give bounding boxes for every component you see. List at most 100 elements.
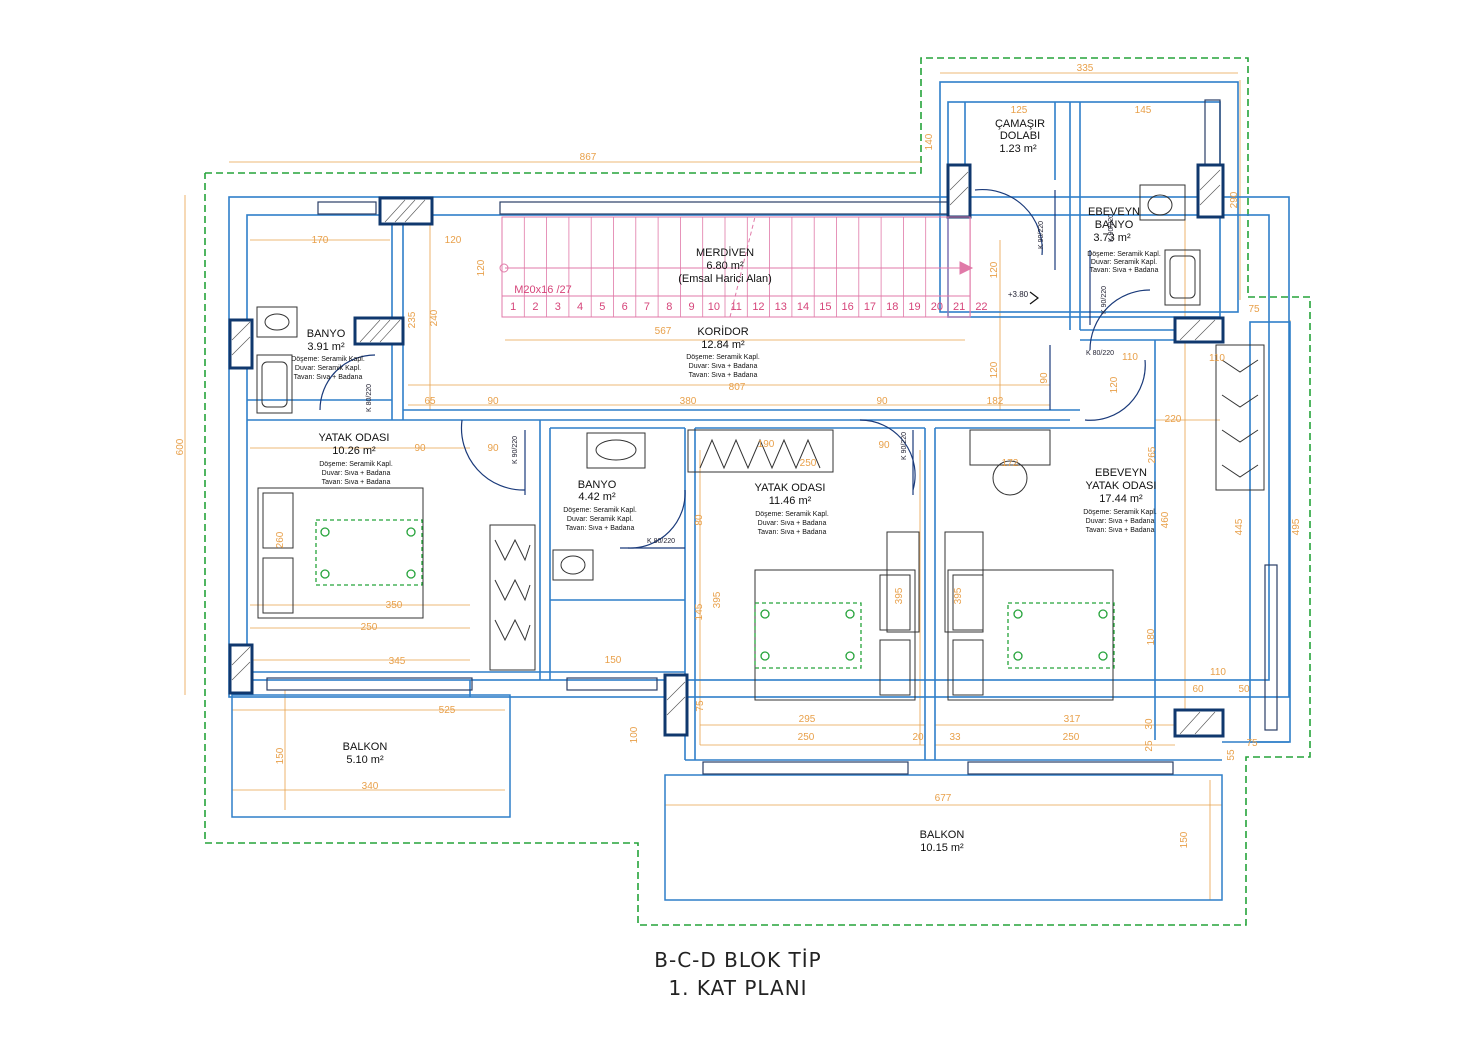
dim-567: 567 [655,326,672,337]
stair-step-number: 11 [730,301,741,313]
koridor-f3: Tavan: Sıva + Badana [689,372,758,379]
dim-600: 600 [175,438,186,455]
dim-250c: 250 [798,732,815,743]
balkon2-name: BALKON [920,829,965,841]
ebeveyn-yatak-f2: Duvar: Sıva + Badana [1086,518,1155,525]
dim-395b: 395 [894,587,905,604]
banyo2-area: 4.42 m² [578,491,616,503]
merdiven-area: 6.80 m² [706,260,744,272]
yatak2-area: 11.46 m² [769,495,812,507]
column-hatch [231,169,1221,735]
dim-65: 65 [424,396,436,407]
door-label-4: K 80/220 [366,384,373,412]
yatak1-area: 10.26 m² [332,445,376,457]
door-label-8: K 80/220 [647,538,675,545]
dim-55: 55 [1226,749,1237,761]
ebeveyn-yatak-f3: Tavan: Sıva + Badana [1086,527,1155,534]
level-marker-icon [1029,291,1039,305]
yatak1-f2: Duvar: Sıva + Badana [322,470,391,477]
dim-25: 25 [1144,740,1155,752]
stair-step-number: 13 [775,301,787,313]
ebeveyn-yatak-name1: EBEVEYN [1095,467,1147,479]
dim-220: 220 [1165,414,1182,425]
dim-90b: 90 [876,396,888,407]
yatak2-f3: Tavan: Sıva + Badana [758,529,827,536]
stair-step-number: 22 [975,301,987,313]
plan-title-line1: B-C-D BLOK TİP [654,948,822,972]
dim-235: 235 [407,311,418,328]
dim-460: 460 [1160,511,1171,528]
dim-145: 145 [1135,105,1152,116]
yatak2-name: YATAK ODASI [755,482,826,494]
door-label-3: K 80/220 [1086,350,1114,357]
balcony-right [664,774,1223,901]
banyo1-f2: Duvar: Seramik Kapl. [295,365,361,372]
dim-677: 677 [935,793,952,804]
dim-120d: 120 [989,361,1000,378]
dim-335: 335 [1077,63,1094,74]
dim-120a: 120 [445,235,462,246]
banyo1-f3: Tavan: Sıva + Badana [294,374,363,381]
dim-380: 380 [680,396,697,407]
staircase [499,216,974,318]
dim-345: 345 [389,656,406,667]
doors [319,188,1151,549]
stair-step-number: 19 [908,301,920,313]
yatak1-name: YATAK ODASI [319,432,390,444]
dim-395a: 395 [712,591,723,608]
dim-250a: 250 [800,458,817,469]
dim-90a: 90 [487,396,499,407]
plan-title-line2: 1. KAT PLANI [668,976,808,1000]
door-label-1: K 90/220 [1038,221,1045,249]
dim-807: 807 [729,382,746,393]
dim-50: 50 [1238,684,1250,695]
stair-step-number: 17 [864,301,876,313]
camasir-area: 1.23 m² [999,143,1037,155]
dim-75a: 75 [1248,304,1260,315]
dim-145b: 145 [694,603,705,620]
balkon1-name: BALKON [343,741,388,753]
stair-step-number: 4 [577,301,583,313]
dim-150b: 150 [605,655,622,666]
camasir-name1: ÇAMAŞIR [995,118,1045,130]
door-label-2: K 90/220 [1101,286,1108,314]
dim-495: 495 [1291,518,1302,535]
ebeveyn-banyo-area: 3.73 m² [1093,232,1131,244]
level-label: +3.80 [1008,290,1029,299]
dim-140: 140 [924,133,935,150]
banyo2-f2: Duvar: Seramik Kapl. [567,516,633,523]
ebeveyn-yatak-area: 17.44 m² [1099,493,1143,505]
dim-445: 445 [1234,518,1245,535]
dim-120c: 120 [989,261,1000,278]
dim-340: 340 [362,781,379,792]
stair-treads [523,217,971,317]
balkon2-area: 10.15 m² [920,842,964,854]
yatak2-f1: Döşeme: Seramik Kapl. [755,511,829,518]
stair-step-number: 21 [953,301,965,313]
dim-172: 172 [1002,458,1019,469]
dim-395c: 395 [953,587,964,604]
stair-step-number: 8 [666,301,672,313]
wardrobes [489,344,1265,671]
koridor-f1: Döşeme: Seramik Kapl. [686,354,760,361]
dim-182: 182 [987,396,1004,407]
dim-60: 60 [1192,684,1204,695]
banyo1-name: BANYO [307,328,346,340]
dim-250d: 250 [1063,732,1080,743]
banyo1-f1: Döşeme: Seramik Kapl. [291,356,365,363]
dim-90d: 90 [878,440,890,451]
ceiling-lights [315,519,1115,669]
dim-80: 80 [694,514,705,526]
stair-step-number: 15 [819,301,831,313]
columns [228,163,1225,738]
beds [257,487,1114,701]
door-label-5: K 90/220 [512,436,519,464]
dim-867: 867 [580,152,597,163]
stair-step-number: 20 [931,301,943,313]
dim-190: 190 [758,439,775,450]
dim-290: 290 [1229,191,1240,208]
door-label-7: K 90/220 [1108,214,1115,242]
dim-350: 350 [386,600,403,611]
